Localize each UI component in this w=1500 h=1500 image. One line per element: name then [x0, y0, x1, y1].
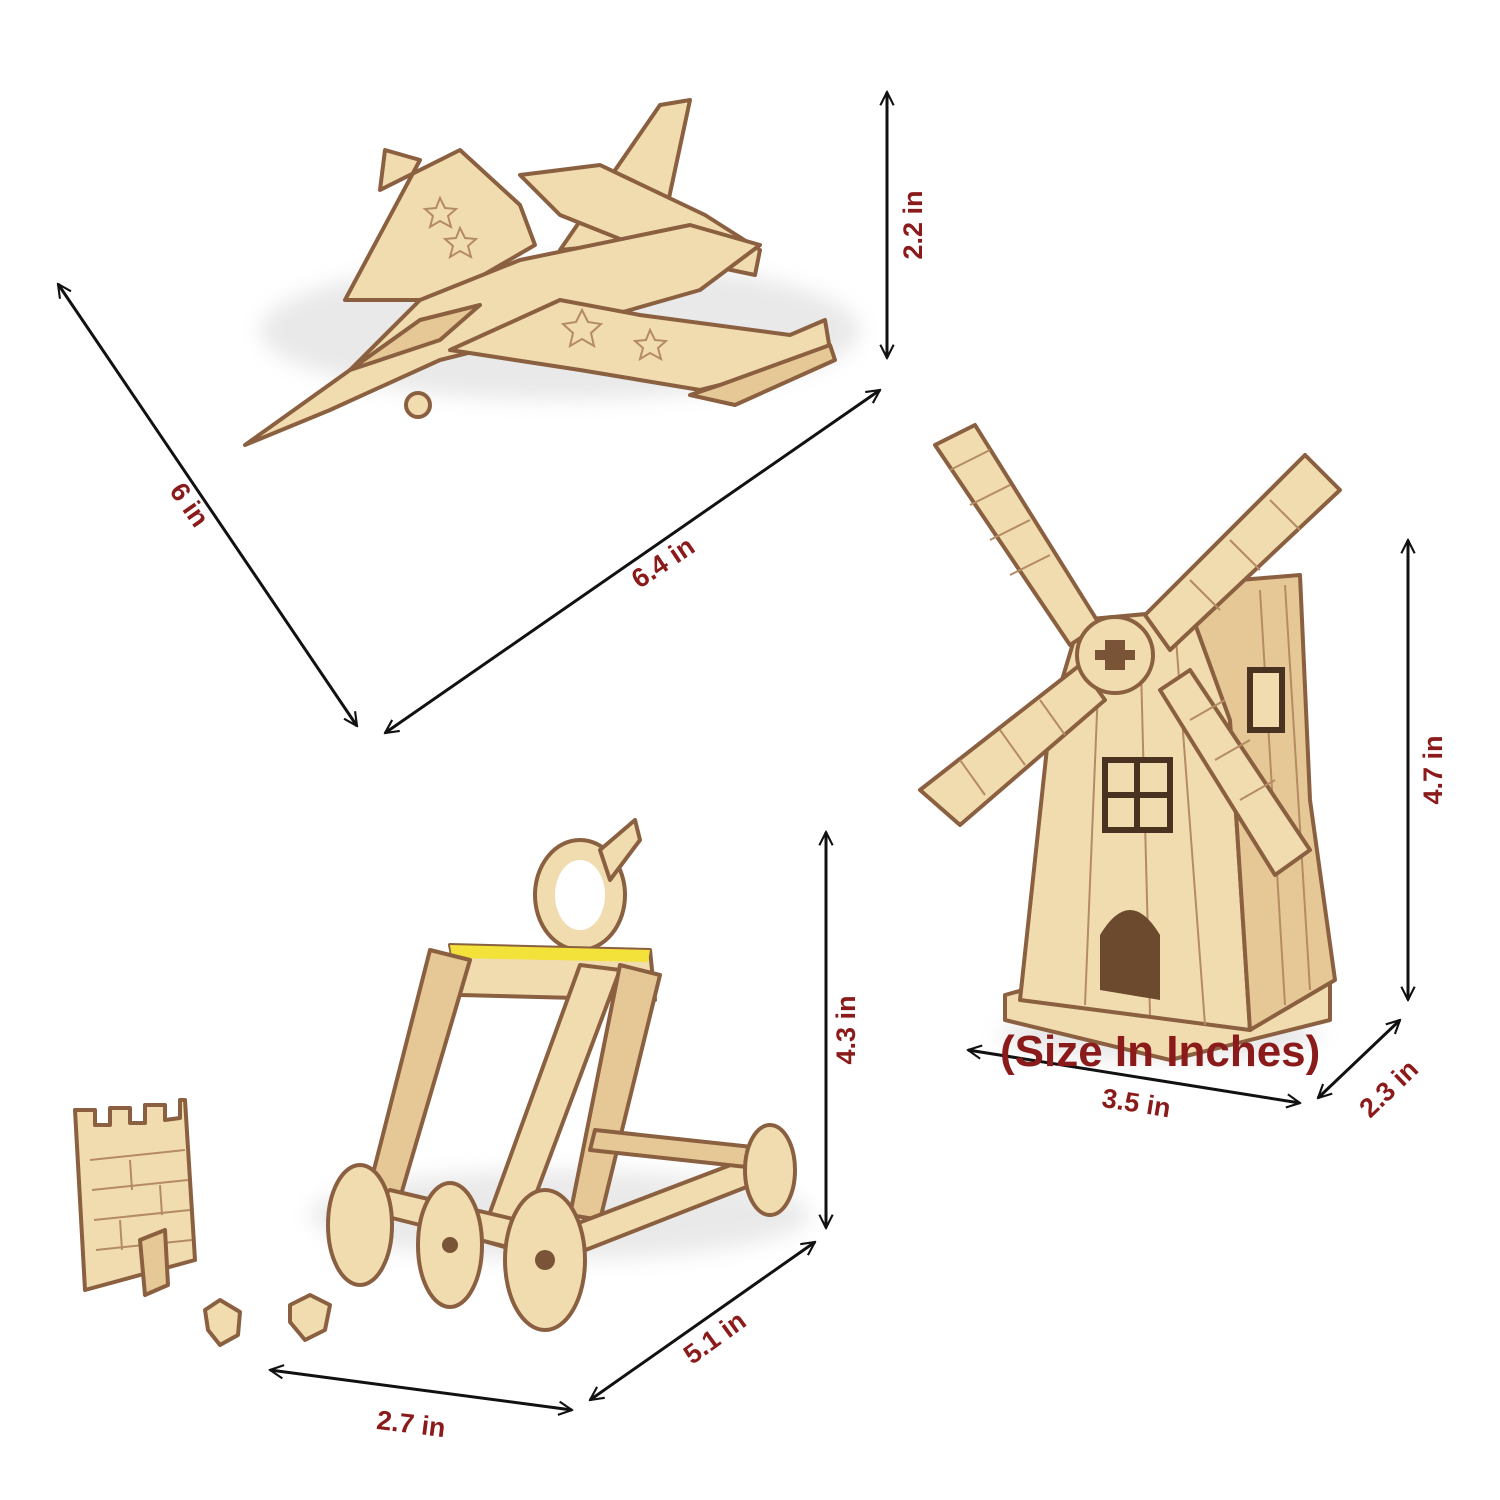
- catapult-rubber-band: [450, 945, 650, 962]
- jet-wingspan-arrow: [58, 284, 357, 726]
- tower-stand: [138, 1228, 170, 1297]
- tower-and-ammo-pieces: [73, 1098, 332, 1347]
- windmill-height-label: 4.7 in: [1418, 735, 1448, 804]
- jet-height-label: 2.2 in: [898, 190, 928, 259]
- catapult-wheel-back-right: [743, 1123, 797, 1217]
- dimension-arrows: [58, 92, 1408, 1410]
- jet-wingspan-label: 6 in: [164, 477, 215, 532]
- size-caption: (Size In Inches): [1000, 1027, 1321, 1076]
- jet-canopy: [348, 303, 482, 372]
- windmill-window-side: [1247, 667, 1285, 733]
- tower-piece: [73, 1098, 197, 1292]
- windmill-sails: [918, 423, 1342, 877]
- jet-stars-left: [422, 195, 479, 260]
- catapult-height-label: 4.3 in: [831, 995, 861, 1064]
- ammo-piece-2: [288, 1293, 332, 1342]
- ammo-piece-1: [203, 1298, 242, 1347]
- catapult-model: [310, 818, 810, 1332]
- catapult-wheel-back-left: [326, 1163, 394, 1287]
- windmill-depth-arrow: [1318, 1020, 1400, 1098]
- fighter-jet-model: [243, 98, 860, 447]
- catapult-width-arrow: [270, 1370, 572, 1410]
- windmill-width-arrow: [968, 1050, 1300, 1103]
- windmill-width-label: 3.5 in: [1100, 1083, 1173, 1123]
- jet-landing-gear: [404, 391, 432, 419]
- windmill-model: [918, 423, 1342, 1062]
- jet-stars-right: [560, 307, 669, 362]
- windmill-door: [1100, 910, 1160, 1000]
- catapult-depth-arrow: [590, 1242, 815, 1400]
- catapult-depth-label: 5.1 in: [678, 1305, 751, 1370]
- catapult-width-label: 2.7 in: [375, 1405, 447, 1443]
- jet-length-arrow: [385, 390, 880, 733]
